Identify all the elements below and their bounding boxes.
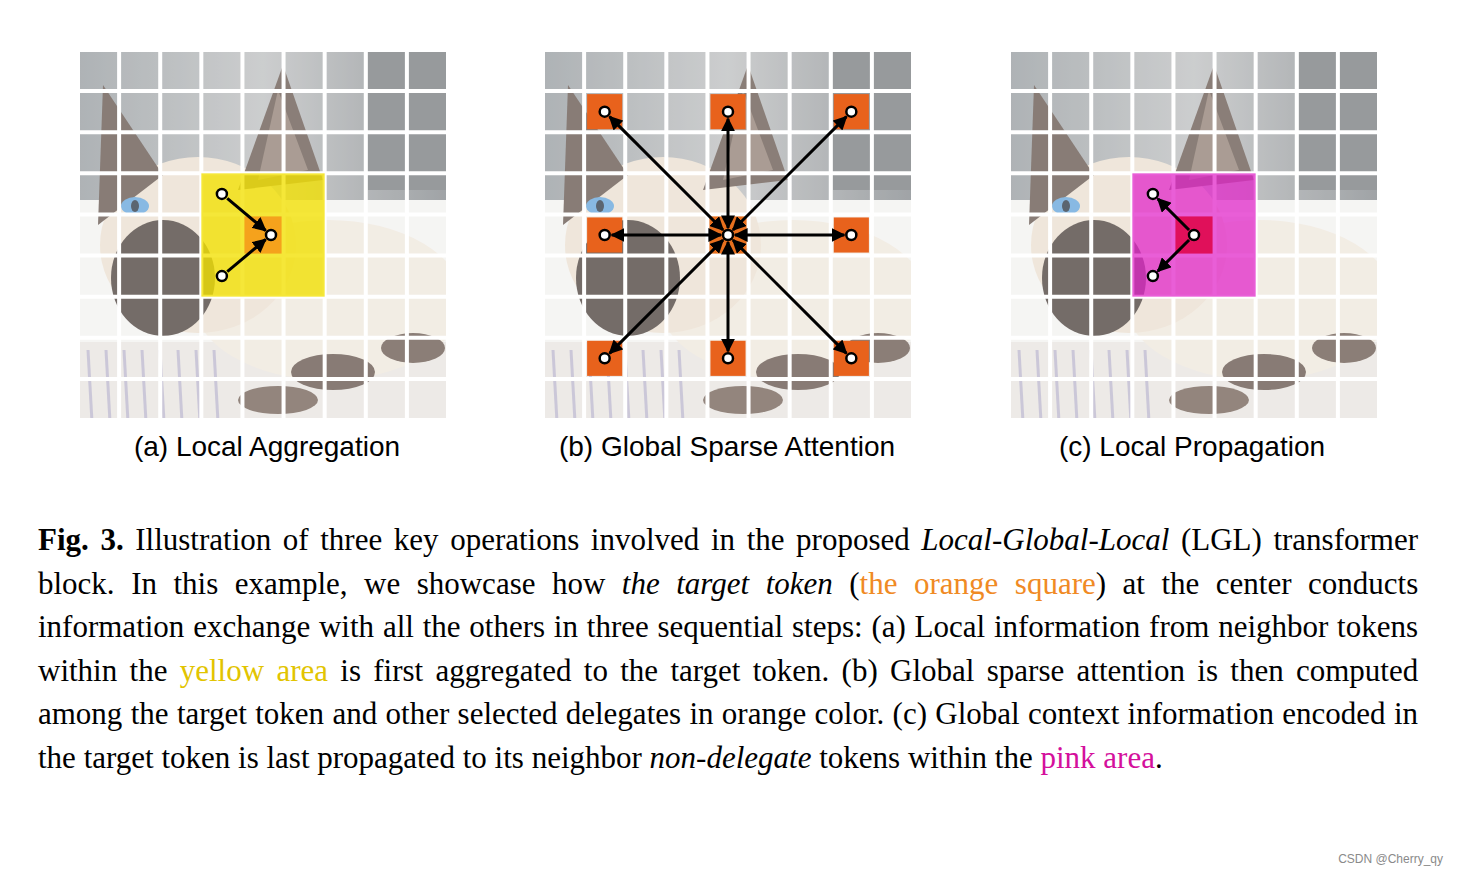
grid-line bbox=[405, 50, 409, 422]
grid-line bbox=[78, 336, 448, 340]
grid-line bbox=[78, 50, 80, 422]
token-dot bbox=[846, 107, 856, 117]
grid-line bbox=[1295, 50, 1299, 422]
arrow bbox=[227, 239, 265, 271]
caption-emphasis: area bbox=[276, 653, 328, 688]
arrow bbox=[612, 234, 721, 237]
cat-photo bbox=[78, 50, 448, 422]
arrow bbox=[610, 117, 723, 230]
panel bbox=[1009, 50, 1394, 422]
caption-emphasis: Fig. bbox=[38, 522, 89, 557]
grid-line bbox=[543, 89, 913, 93]
grid-line bbox=[543, 377, 913, 381]
caption-emphasis: token bbox=[766, 566, 833, 601]
grid-line bbox=[1336, 50, 1340, 422]
token-dot bbox=[600, 230, 610, 240]
grid-line bbox=[543, 418, 913, 422]
arrow bbox=[733, 240, 846, 353]
grid-line bbox=[911, 50, 913, 422]
panel-image bbox=[543, 50, 913, 422]
grid-line bbox=[1009, 336, 1379, 340]
token-dot bbox=[723, 353, 733, 363]
caption-emphasis: yellow bbox=[180, 653, 264, 688]
panel bbox=[78, 50, 463, 422]
grid-line bbox=[117, 50, 121, 422]
panel-label: (a) Local Aggregation bbox=[134, 431, 400, 463]
grid-line bbox=[1048, 50, 1052, 422]
caption-emphasis: Local-Global-Local bbox=[921, 522, 1169, 557]
grid-line bbox=[78, 89, 448, 93]
token-dot bbox=[1189, 230, 1199, 240]
cat-photo bbox=[1009, 50, 1379, 422]
caption-emphasis: pink bbox=[1040, 740, 1095, 775]
caption-emphasis: square bbox=[1015, 566, 1096, 601]
grid-lines bbox=[78, 50, 448, 422]
arrow bbox=[733, 117, 846, 230]
arrow bbox=[1158, 199, 1189, 230]
grid-line bbox=[1009, 50, 1011, 422]
grid-line bbox=[582, 50, 586, 422]
panel-label: (c) Local Propagation bbox=[1059, 431, 1325, 463]
token-dot bbox=[723, 107, 733, 117]
caption-emphasis: the bbox=[622, 566, 660, 601]
illustration bbox=[0, 0, 1458, 500]
arrow bbox=[227, 198, 265, 230]
arrow bbox=[1158, 240, 1189, 271]
token-dot bbox=[217, 271, 227, 281]
grid-line bbox=[870, 50, 874, 422]
panel bbox=[543, 50, 928, 422]
panel-image bbox=[1009, 50, 1379, 422]
caption-emphasis: the bbox=[860, 566, 898, 601]
grid-line bbox=[1009, 89, 1379, 93]
grid-line bbox=[1009, 130, 1379, 134]
grid-line bbox=[78, 50, 448, 52]
caption-emphasis: target bbox=[676, 566, 749, 601]
token-dot bbox=[1148, 189, 1158, 199]
arrow bbox=[610, 240, 723, 353]
grid-line bbox=[364, 50, 368, 422]
token-dot bbox=[1148, 271, 1158, 281]
cat-photo bbox=[543, 50, 913, 422]
arrow bbox=[727, 242, 730, 351]
token-dot bbox=[600, 107, 610, 117]
grid-line bbox=[1009, 50, 1379, 52]
panel-image bbox=[78, 50, 448, 422]
watermark: CSDN @Cherry_qy bbox=[1338, 852, 1443, 866]
grid-line bbox=[1009, 377, 1379, 381]
grid-line bbox=[1089, 50, 1093, 422]
grid-lines bbox=[1009, 50, 1379, 422]
grid-line bbox=[1009, 418, 1379, 422]
token-dot bbox=[723, 230, 733, 240]
arrow bbox=[735, 234, 844, 237]
caption-emphasis: non-delegate bbox=[650, 740, 812, 775]
grid-line bbox=[158, 50, 162, 422]
token-dot bbox=[266, 230, 276, 240]
panel-label: (b) Global Sparse Attention bbox=[559, 431, 895, 463]
token-dot bbox=[600, 353, 610, 363]
token-dot bbox=[846, 353, 856, 363]
grid-line bbox=[543, 50, 913, 52]
caption-emphasis: orange bbox=[914, 566, 998, 601]
pink-area bbox=[1132, 173, 1255, 296]
caption-emphasis: area bbox=[1103, 740, 1155, 775]
grid-line bbox=[1377, 50, 1379, 422]
token-dot bbox=[846, 230, 856, 240]
caption-emphasis: 3. bbox=[100, 522, 123, 557]
grid-line bbox=[446, 50, 448, 422]
target-token bbox=[244, 216, 281, 253]
arrow bbox=[727, 119, 730, 228]
grid-line bbox=[543, 50, 545, 422]
yellow-area bbox=[201, 173, 324, 296]
grid-line bbox=[78, 130, 448, 134]
grid-line bbox=[78, 418, 448, 422]
token-dot bbox=[217, 189, 227, 199]
grid-line bbox=[78, 377, 448, 381]
grid-lines bbox=[543, 50, 913, 422]
figure-caption: Fig. 3. Illustration of three key operat… bbox=[38, 518, 1418, 779]
